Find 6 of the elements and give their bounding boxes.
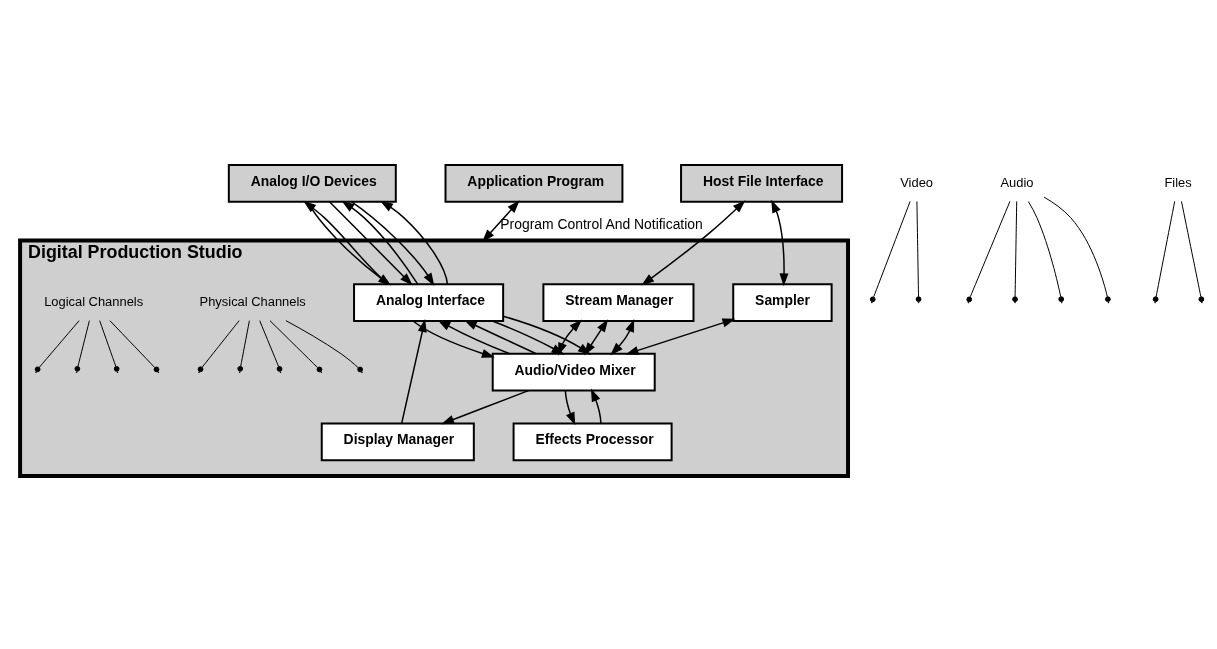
node-text: Audio [1000, 174, 1034, 190]
node-text: Files [1164, 174, 1192, 190]
node-text: Physical Channels [199, 294, 306, 310]
node-text: Logical Channels [44, 294, 144, 310]
node-text: Video [900, 174, 934, 190]
edge-label: Program Control And Notification [500, 215, 703, 232]
